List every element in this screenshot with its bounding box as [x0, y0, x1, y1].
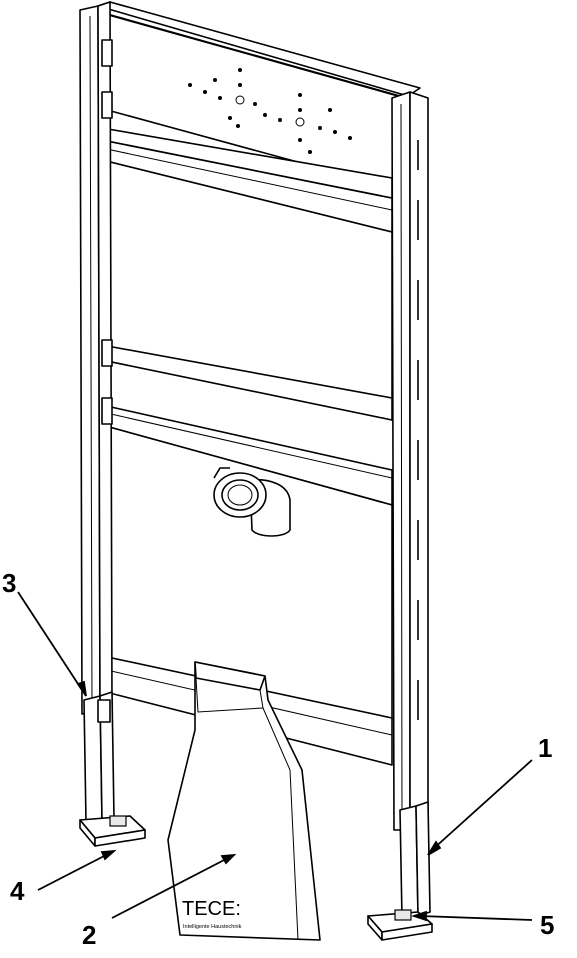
callout-labels: 1 2 3 4 5 [2, 568, 554, 950]
right-upright-side [409, 91, 429, 831]
callout-1: 1 [538, 733, 552, 763]
bag-logo-brand: TECE: [182, 898, 241, 920]
callout-2: 2 [82, 920, 96, 950]
right-leg [399, 805, 419, 919]
callout-3: 3 [2, 568, 16, 598]
left-brackets [97, 39, 113, 723]
drain-elbow-pipe [213, 467, 291, 537]
callout-4: 4 [10, 876, 25, 906]
mounting-holes [188, 68, 352, 154]
callout-5: 5 [540, 910, 554, 940]
accessory-bag: TECE: Intelligente Haustechnik [167, 661, 321, 941]
bag-logo-tagline: Intelligente Haustechnik [183, 924, 242, 930]
callout-leaders [17, 591, 533, 922]
